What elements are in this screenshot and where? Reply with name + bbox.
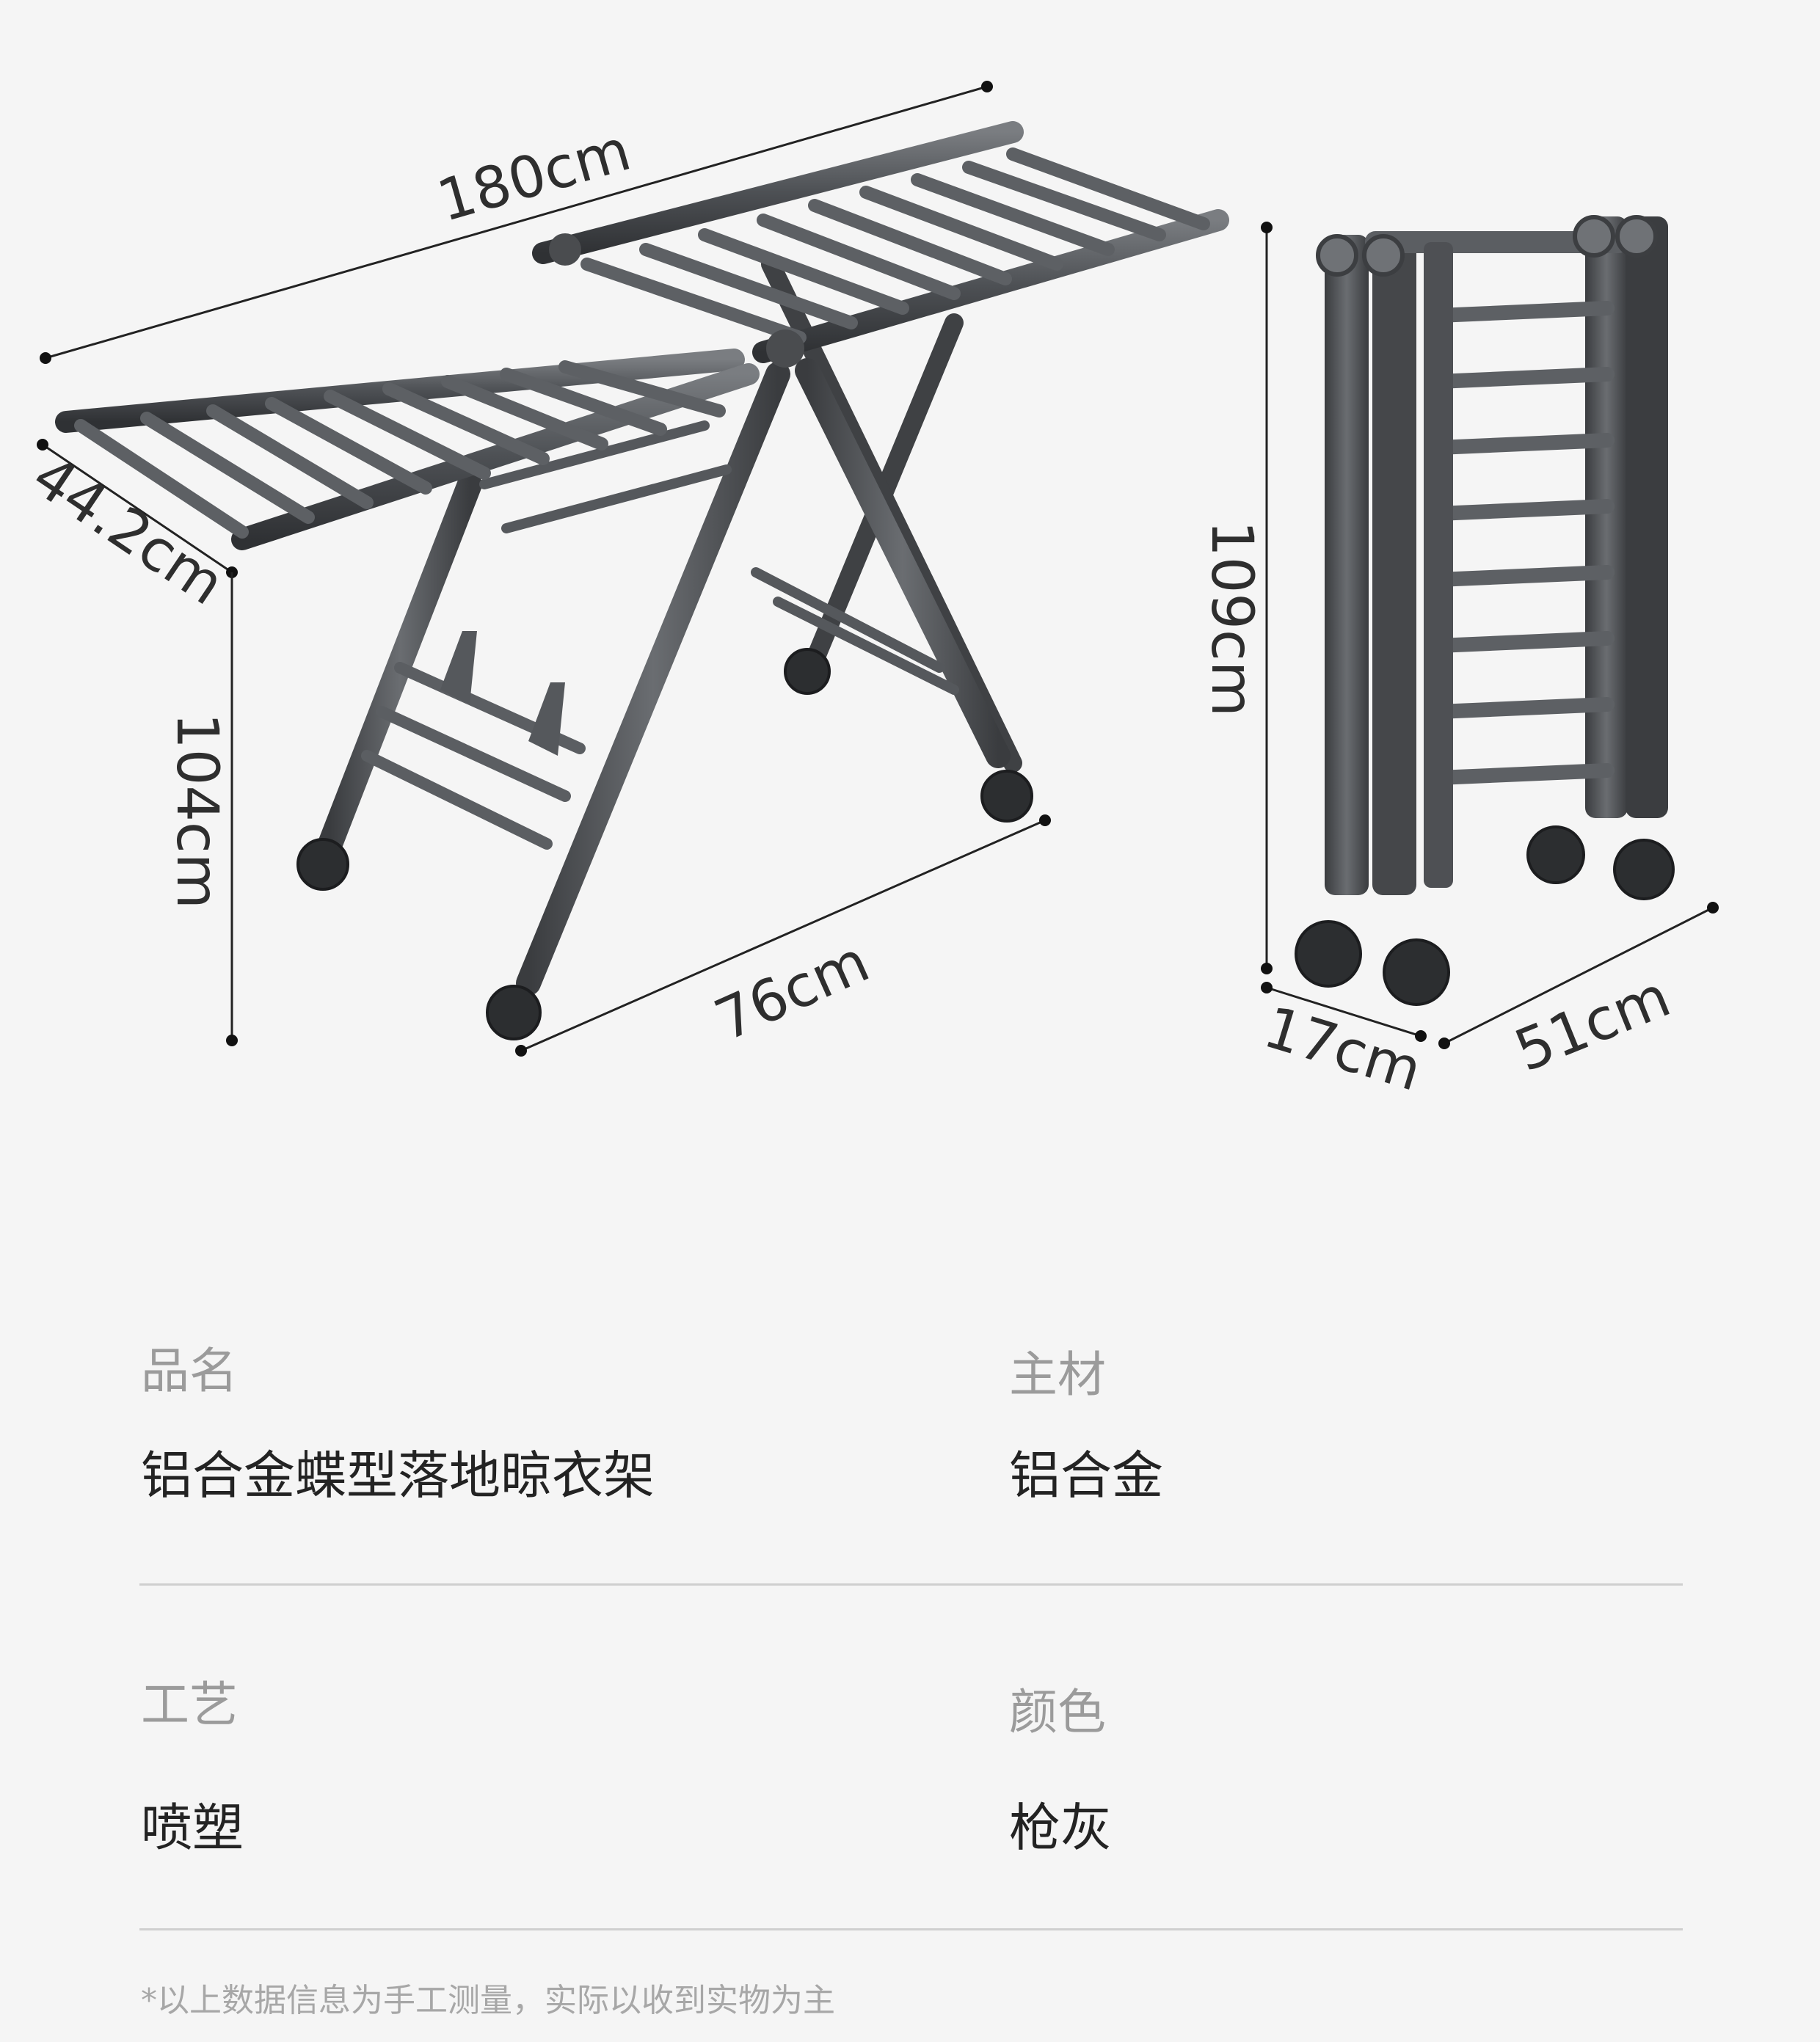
- base-width-dimension-label: 76cm: [705, 929, 878, 1054]
- spec-label-color: 颜色: [1009, 1684, 1106, 1740]
- width-dimension-label: 44.2cm: [21, 443, 236, 618]
- spec-value-product-name: 铝合金蝶型落地晾衣架: [141, 1445, 655, 1506]
- spec-label-process: 工艺: [141, 1677, 238, 1733]
- height-dimension-label: 104cm: [164, 712, 230, 909]
- folded-width-dimension-label: 51cm: [1506, 963, 1679, 1084]
- spec-value-material: 铝合金: [1009, 1445, 1163, 1506]
- folded-height-dimension-label: 109cm: [1198, 520, 1264, 717]
- spec-label-material: 主材: [1009, 1346, 1106, 1403]
- measurement-footnote: *以上数据信息为手工测量，实际以收到实物为主: [141, 1982, 835, 2019]
- unfolded-rack-illustration: [55, 121, 1229, 1040]
- spec-value-process: 喷塑: [141, 1798, 244, 1858]
- folded-rack-illustration: [1295, 215, 1675, 1006]
- dimension-lines: [37, 81, 1719, 1057]
- product-dimension-figure: 180cm 44.2cm 104cm 76cm 109cm 17cm 51cm: [21, 81, 1719, 1104]
- spec-divider: [139, 1583, 1683, 1586]
- spec-label-product-name: 品名: [141, 1343, 238, 1399]
- spec-divider: [139, 1928, 1683, 1930]
- spec-value-color: 枪灰: [1009, 1798, 1112, 1858]
